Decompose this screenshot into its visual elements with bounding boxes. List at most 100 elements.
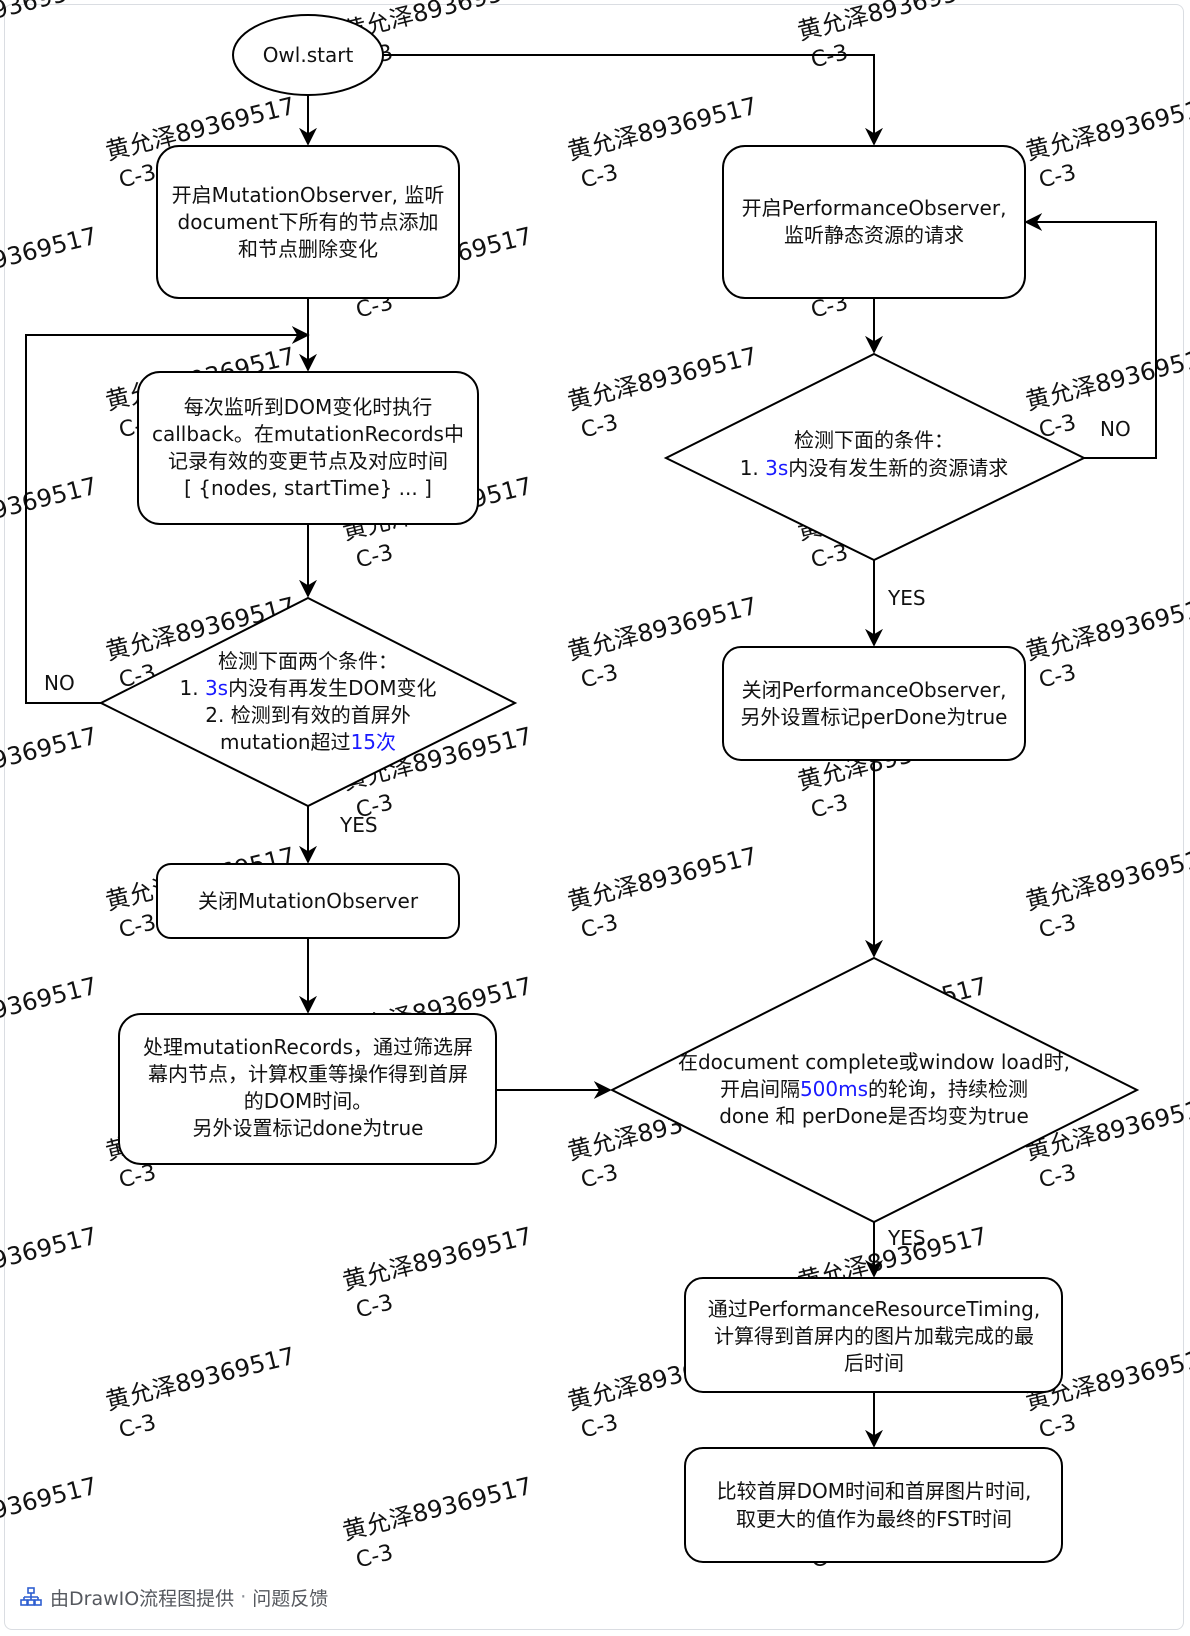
watermark-sub: C-3 bbox=[1036, 910, 1078, 943]
edge-label-no-left: NO bbox=[44, 671, 75, 695]
callback-line-2: callback。在mutationRecords中 bbox=[152, 422, 464, 446]
cond2-shape bbox=[663, 352, 1087, 562]
diagram-footer: 由DrawIO流程图提供 · 问题反馈 bbox=[4, 1572, 1184, 1622]
callback-shape bbox=[137, 371, 479, 525]
poll-line-2: 开启间隔500ms的轮询，持续检测 bbox=[720, 1077, 1028, 1101]
final-line-2: 取更大的值作为最终的FST时间 bbox=[736, 1507, 1012, 1531]
edge-cond2-no bbox=[1024, 213, 1157, 459]
edge-cond1-no bbox=[25, 326, 310, 704]
cond1-line-3: mutation超过15次 bbox=[220, 730, 396, 754]
cond1-line-1: 1. 3s内没有再发生DOM变化 bbox=[179, 676, 436, 700]
mo-close-shape bbox=[156, 863, 460, 939]
final-line-1: 比较首屏DOM时间和首屏图片时间, bbox=[717, 1479, 1032, 1503]
watermark-text: 黄允泽89369517 bbox=[0, 0, 100, 46]
watermark-sub: C-3 bbox=[116, 160, 158, 193]
start-label: Owl.start bbox=[263, 43, 354, 67]
poll-shape bbox=[609, 956, 1140, 1224]
watermark-sub: C-3 bbox=[353, 1290, 395, 1323]
mo-start-line-1: 开启MutationObserver, 监听 bbox=[172, 183, 445, 207]
edge-label-no-right: NO bbox=[1100, 417, 1131, 441]
watermark-sub: C-3 bbox=[1036, 160, 1078, 193]
watermark-text: 黄允泽89369517 bbox=[103, 1342, 298, 1416]
watermark-sub: C-3 bbox=[578, 910, 620, 943]
watermark-sub: C-3 bbox=[116, 1410, 158, 1443]
final-shape bbox=[684, 1447, 1063, 1563]
watermark-sub: C-3 bbox=[116, 1160, 158, 1193]
watermark-sub: C-3 bbox=[353, 540, 395, 573]
watermark-sub: C-3 bbox=[578, 1410, 620, 1443]
process-shape bbox=[118, 1013, 497, 1165]
cond1-shape bbox=[98, 596, 518, 808]
cond2-title: 检测下面的条件： bbox=[794, 428, 954, 452]
watermark-text: 黄允泽89369517 bbox=[0, 722, 100, 796]
timing-line-1: 通过PerformanceResourceTiming, bbox=[708, 1297, 1040, 1321]
mo-close-label: 关闭MutationObserver bbox=[198, 889, 419, 913]
watermark-sub: C-3 bbox=[353, 1540, 395, 1573]
edge-start-to-po bbox=[383, 54, 883, 146]
feedback-link[interactable]: 问题反馈 bbox=[252, 1587, 329, 1610]
po-start-shape bbox=[722, 145, 1026, 299]
timing-shape bbox=[684, 1277, 1063, 1393]
watermark-sub: C-3 bbox=[808, 40, 850, 73]
watermark-sub: C-3 bbox=[578, 1160, 620, 1193]
poll-line-3: done 和 perDone是否均变为true bbox=[719, 1104, 1029, 1128]
cond1-line-2: 2. 检测到有效的首屏外 bbox=[205, 703, 410, 727]
po-close-shape bbox=[722, 646, 1026, 761]
process-line-1: 处理mutationRecords，通过筛选屏 bbox=[143, 1035, 473, 1059]
watermark-sub: C-3 bbox=[116, 910, 158, 943]
po-start-line-2: 监听静态资源的请求 bbox=[784, 223, 964, 247]
timing-line-2: 计算得到首屏内的图片加载完成的最 bbox=[714, 1324, 1034, 1348]
edges bbox=[25, 54, 1157, 1448]
watermark-text: 黄允泽89369517 bbox=[0, 972, 100, 1046]
timing-line-3: 后时间 bbox=[844, 1351, 904, 1375]
watermark-text: 黄允泽89369517 bbox=[1023, 342, 1190, 416]
callback-line-1: 每次监听到DOM变化时执行 bbox=[184, 395, 432, 419]
watermark-text: 黄允泽89369517 bbox=[565, 342, 760, 416]
watermark-sub: C-3 bbox=[808, 790, 850, 823]
callback-line-4: [ {nodes, startTime} ... ] bbox=[184, 476, 432, 500]
watermark-text: 黄允泽89369517 bbox=[340, 1472, 535, 1546]
mo-start-line-3: 和节点删除变化 bbox=[238, 237, 378, 261]
edge-label-yes-left: YES bbox=[339, 813, 378, 837]
watermark-sub: C-3 bbox=[578, 410, 620, 443]
provider-link[interactable]: 由DrawIO流程图提供 bbox=[50, 1587, 235, 1610]
mo-start-line-2: document下所有的节点添加 bbox=[178, 210, 439, 234]
process-line-3: 的DOM时间。 bbox=[244, 1089, 372, 1113]
node-shapes bbox=[98, 14, 1140, 1563]
poll-line-1: 在document complete或window load时, bbox=[678, 1050, 1070, 1074]
watermark-text: 黄允泽89369517 bbox=[340, 1222, 535, 1296]
po-close-line-2: 另外设置标记perDone为true bbox=[741, 705, 1008, 729]
edge-label-yes-right-1: YES bbox=[887, 586, 926, 610]
flowchart-icon bbox=[20, 1587, 42, 1607]
callback-line-3: 记录有效的变更节点及对应时间 bbox=[168, 449, 448, 473]
watermark-text: 黄允泽89369517 bbox=[565, 842, 760, 916]
watermark-text: 黄允泽89369517 bbox=[0, 222, 100, 296]
watermark-sub: C-3 bbox=[578, 160, 620, 193]
watermark-text: 黄允泽89369517 bbox=[0, 1222, 100, 1296]
footer-separator: · bbox=[240, 1586, 247, 1608]
process-line-2: 幕内节点，计算权重等操作得到首屏 bbox=[148, 1062, 468, 1086]
po-close-line-1: 关闭PerformanceObserver, bbox=[742, 678, 1007, 702]
cond1-title: 检测下面两个条件： bbox=[218, 649, 398, 673]
watermark-sub: C-3 bbox=[1036, 660, 1078, 693]
po-start-line-1: 开启PerformanceObserver, bbox=[742, 196, 1007, 220]
watermark-text: 黄允泽89369517 bbox=[1023, 842, 1190, 916]
watermark-text: 黄允泽89369517 bbox=[1023, 592, 1190, 666]
watermark-text: 黄允泽89369517 bbox=[1023, 92, 1190, 166]
edge-label-yes-right-2: YES bbox=[887, 1226, 926, 1250]
start-node-shape bbox=[232, 14, 384, 96]
mo-start-shape bbox=[156, 145, 460, 299]
watermark-sub: C-3 bbox=[1036, 1160, 1078, 1193]
